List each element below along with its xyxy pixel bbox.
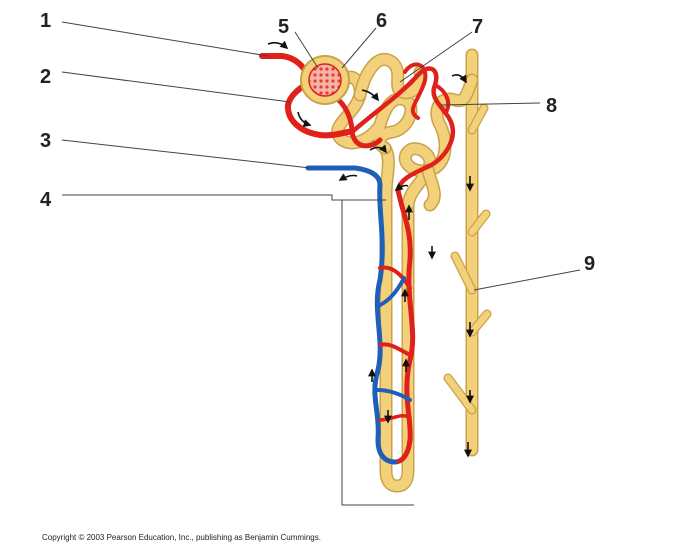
bowmans-capsule	[300, 55, 350, 105]
leader-lines	[61, 21, 581, 506]
proximal-convoluted-tubule	[331, 52, 428, 155]
leader-line-2	[61, 71, 291, 103]
leader-line-3	[61, 139, 311, 169]
leader-line-4	[62, 194, 414, 506]
distal-convoluted-tubule	[398, 73, 479, 212]
leader-line-5	[294, 31, 319, 69]
leader-line-8	[439, 102, 541, 106]
loop-of-henle	[378, 141, 415, 493]
leader-line-7	[399, 31, 473, 83]
copyright-notice: Copyright © 2003 Pearson Education, Inc.…	[42, 533, 321, 542]
label-9: 9	[584, 253, 595, 275]
label-2: 2	[40, 66, 51, 88]
collecting-duct	[443, 48, 492, 457]
flow-arrows	[267, 40, 474, 458]
label-8: 8	[546, 95, 557, 117]
leader-line-9	[473, 269, 581, 291]
label-3: 3	[40, 130, 51, 152]
peritubular-capillaries	[305, 62, 456, 465]
label-7: 7	[472, 16, 483, 38]
label-1: 1	[40, 10, 51, 32]
glomerulus	[308, 63, 342, 97]
leader-line-6	[341, 27, 377, 69]
number-labels: 1 2 3 4 5 6 7 8 9	[40, 10, 595, 275]
label-6: 6	[376, 10, 387, 32]
label-5: 5	[278, 16, 289, 38]
label-4: 4	[40, 189, 52, 211]
leader-line-1	[61, 21, 269, 57]
